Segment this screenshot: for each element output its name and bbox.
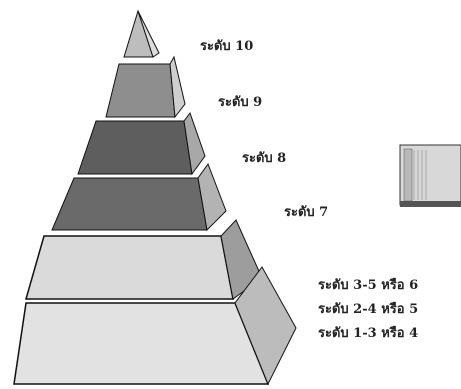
level-label-7: ระดับ 7: [284, 206, 328, 219]
level-label-3-5-or-6: ระดับ 3-5 หรือ 6: [318, 279, 418, 292]
pyramid-tier-1: [124, 11, 159, 57]
level-label-8: ระดับ 8: [242, 152, 286, 165]
pyramid-tier-5: [26, 220, 262, 299]
partial-image-thumbnail: [400, 145, 461, 207]
level-label-9: ระดับ 9: [218, 96, 262, 109]
level-label-10: ระดับ 10: [200, 40, 253, 53]
level-label-2-4-or-5: ระดับ 2-4 หรือ 5: [318, 303, 418, 316]
level-label-1-3-or-4: ระดับ 1-3 หรือ 4: [318, 327, 418, 340]
pyramid-tier-3: [78, 113, 205, 174]
pyramid-tier-2: [106, 57, 185, 117]
